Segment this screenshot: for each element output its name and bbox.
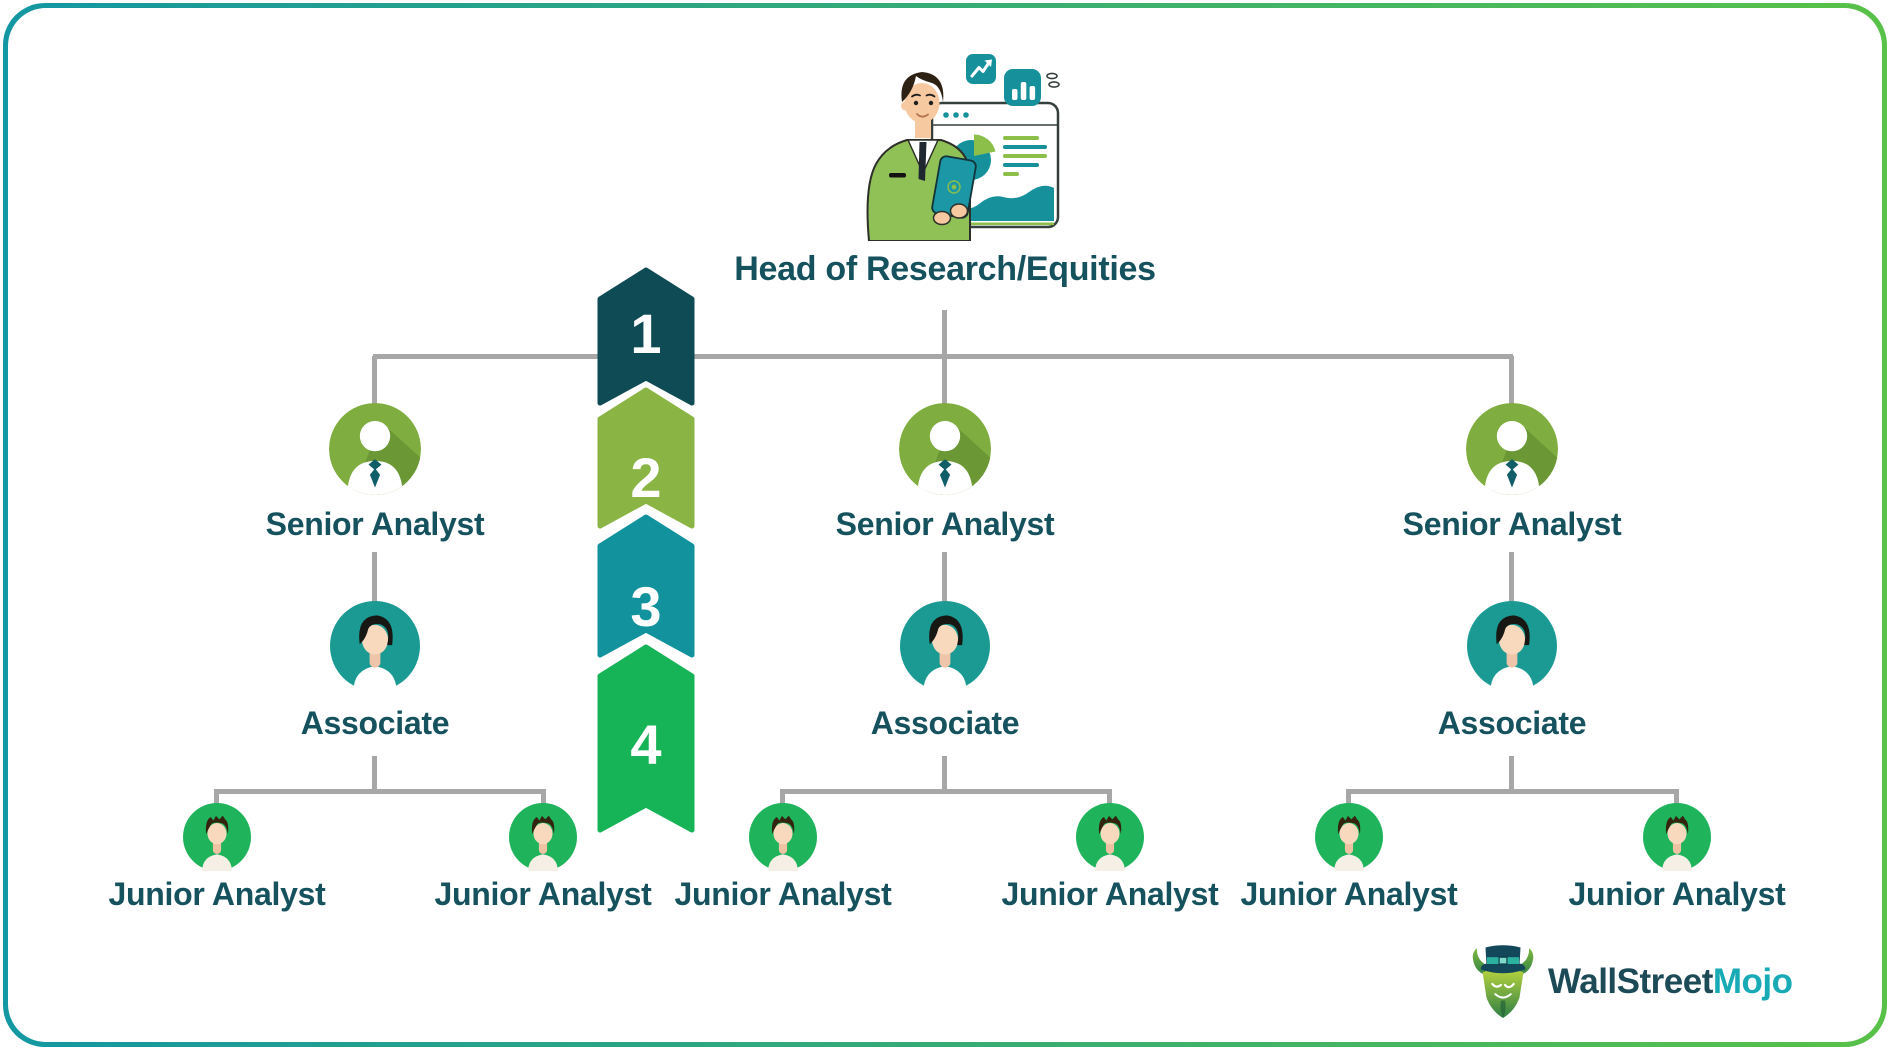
ribbon-step-1	[597, 267, 695, 406]
connector-junior-branch-3	[1346, 789, 1679, 794]
junior-analyst-avatar-2b	[1076, 803, 1144, 871]
associate-avatar-3	[1467, 601, 1557, 691]
analyst-with-dashboard-illustration	[866, 54, 1060, 241]
junior-analyst-avatar-3b	[1643, 803, 1711, 871]
connector-associate-branch-1	[372, 756, 377, 792]
connector-junior-stub-2b	[1107, 789, 1112, 813]
page-title: Head of Research/Equities	[734, 250, 1156, 288]
brand-logo: WallStreetMojo	[1468, 942, 1793, 1022]
ribbon-number-4: 4	[630, 713, 661, 776]
senior-analyst-label-3: Senior Analyst	[1402, 506, 1622, 542]
junior-analyst-label-3b: Junior Analyst	[1568, 876, 1786, 912]
brand-wordmark-primary: WallStreet	[1548, 962, 1713, 1001]
connector-junior-branch-1	[214, 789, 546, 794]
connector-junior-stub-3b	[1674, 789, 1679, 813]
senior-analyst-label-1: Senior Analyst	[265, 506, 485, 542]
person-avatar-icon	[330, 601, 420, 691]
junior-analyst-avatar-1b	[509, 803, 577, 871]
ribbon-step-4	[597, 644, 695, 833]
brand-wordmark: WallStreetMojo	[1548, 942, 1793, 1022]
senior-analyst-avatar-3	[1466, 403, 1558, 495]
senior-analyst-label-2: Senior Analyst	[835, 506, 1055, 542]
connector-head-drop	[942, 310, 947, 358]
person-with-tie-icon	[329, 403, 421, 495]
ribbon-number-1: 1	[630, 302, 661, 365]
connector-drop-senior-1	[372, 356, 377, 408]
connector-junior-stub-2a	[780, 789, 785, 813]
ribbon-number-3: 3	[630, 575, 661, 638]
junior-analyst-label-1b: Junior Analyst	[434, 876, 652, 912]
ribbon-number-2: 2	[630, 446, 661, 509]
connector-senior-associate-1	[372, 552, 377, 604]
associate-label-3: Associate	[1437, 705, 1587, 741]
connector-drop-senior-2	[942, 356, 947, 408]
junior-analyst-label-2b: Junior Analyst	[1001, 876, 1219, 912]
senior-analyst-avatar-2	[899, 403, 991, 495]
junior-analyst-avatar-3a	[1315, 803, 1383, 871]
steps-ribbon: 1 2 3 4	[597, 267, 695, 833]
young-person-avatar-icon	[183, 803, 251, 871]
junior-analyst-avatar-1a	[183, 803, 251, 871]
junior-analyst-label-1a: Junior Analyst	[108, 876, 326, 912]
junior-analyst-label-2a: Junior Analyst	[674, 876, 892, 912]
associate-label-1: Associate	[300, 705, 450, 741]
associate-label-2: Associate	[870, 705, 1020, 741]
connector-junior-branch-2	[780, 789, 1112, 794]
connector-senior-associate-2	[942, 552, 947, 604]
associate-avatar-2	[900, 601, 990, 691]
connector-drop-senior-3	[1509, 356, 1514, 408]
connector-junior-stub-1a	[214, 789, 219, 813]
connector-senior-associate-3	[1509, 552, 1514, 604]
connector-associate-branch-2	[942, 756, 947, 792]
connector-junior-stub-1b	[541, 789, 546, 813]
senior-analyst-avatar-1	[329, 403, 421, 495]
connector-associate-branch-3	[1509, 756, 1514, 792]
junior-analyst-label-3a: Junior Analyst	[1240, 876, 1458, 912]
associate-avatar-1	[330, 601, 420, 691]
ribbon-step-3	[597, 514, 695, 658]
bull-with-top-hat-icon	[1472, 945, 1534, 1018]
ribbon-step-2	[597, 387, 695, 529]
connector-junior-stub-3a	[1346, 789, 1351, 813]
junior-analyst-avatar-2a	[749, 803, 817, 871]
brand-wordmark-secondary: Mojo	[1712, 962, 1793, 1001]
